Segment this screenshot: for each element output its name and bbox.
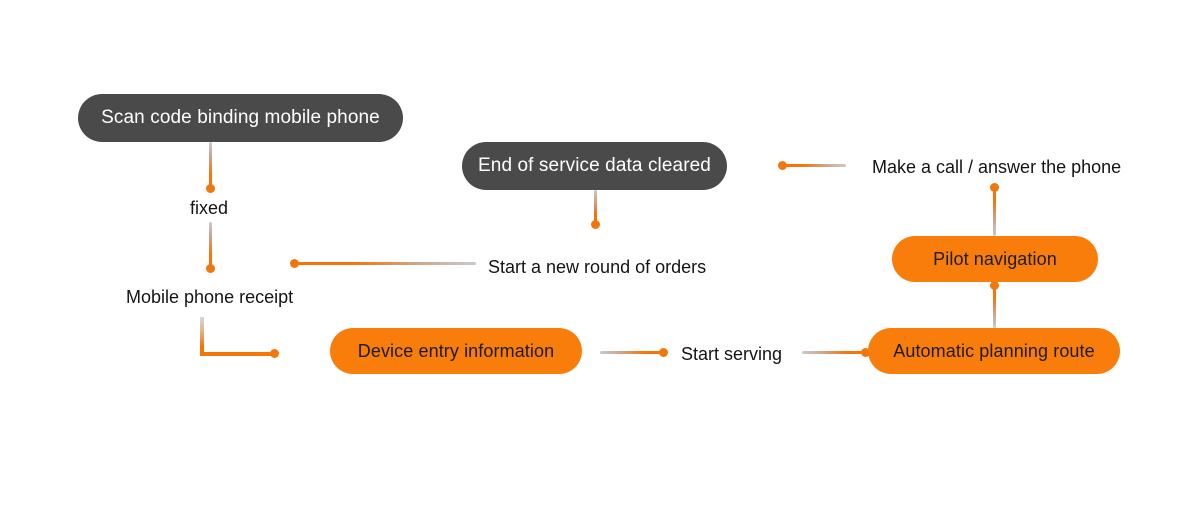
connector-dot-call-to-pilot-navigation: [990, 183, 999, 192]
node-device-entry-information[interactable]: Device entry information: [330, 328, 582, 374]
connector-receipt-elbow-horizontal: [200, 352, 276, 356]
connector-scan-to-fixed: [209, 142, 212, 188]
connector-end-service-to-orders: [594, 190, 597, 224]
node-label: Automatic planning route: [893, 340, 1095, 361]
node-label: End of service data cleared: [478, 155, 711, 176]
connector-orders-inbound: [294, 262, 476, 265]
connector-device-entry-to-start-serving: [600, 351, 666, 354]
connector-dot-start-serving-to-planning-route: [861, 348, 870, 357]
connector-dot-call-outbound: [778, 161, 787, 170]
node-end-of-service-data-cleared[interactable]: End of service data cleared: [462, 142, 727, 190]
connector-receipt-elbow-vertical: [200, 317, 204, 356]
node-start-serving: Start serving: [681, 345, 782, 363]
node-label: Scan code binding mobile phone: [101, 107, 380, 128]
connector-fixed-to-receipt: [209, 222, 212, 268]
connector-dot-device-entry-to-start-serving: [659, 348, 668, 357]
node-label: Device entry information: [357, 340, 555, 361]
node-label: Start a new round of orders: [488, 257, 707, 277]
connector-pilot-to-planning-route: [993, 284, 996, 328]
connector-dot-receipt-elbow: [270, 349, 279, 358]
connector-call-outbound: [784, 164, 846, 167]
node-label: Start serving: [681, 344, 783, 364]
node-automatic-planning-route[interactable]: Automatic planning route: [868, 328, 1120, 374]
connector-dot-fixed-to-receipt: [206, 264, 215, 273]
node-mobile-phone-receipt: Mobile phone receipt: [126, 288, 293, 306]
node-label: fixed: [190, 198, 229, 218]
node-label: Make a call / answer the phone: [872, 157, 1122, 177]
node-pilot-navigation[interactable]: Pilot navigation: [892, 236, 1098, 282]
node-scan-code-binding-mobile-phone[interactable]: Scan code binding mobile phone: [78, 94, 403, 142]
connector-dot-end-service-to-orders: [591, 220, 600, 229]
connector-dot-pilot-to-planning-route: [990, 281, 999, 290]
connector-dot-orders-inbound: [290, 259, 299, 268]
connector-dot-scan-to-fixed: [206, 184, 215, 193]
node-label: Mobile phone receipt: [126, 287, 294, 307]
node-make-a-call-answer-the-phone: Make a call / answer the phone: [872, 158, 1121, 176]
node-label: Pilot navigation: [933, 248, 1057, 269]
connector-start-serving-to-planning-route: [802, 351, 868, 354]
connector-call-to-pilot-navigation: [993, 186, 996, 236]
node-start-a-new-round-of-orders: Start a new round of orders: [488, 258, 706, 276]
node-fixed: fixed: [190, 199, 228, 217]
